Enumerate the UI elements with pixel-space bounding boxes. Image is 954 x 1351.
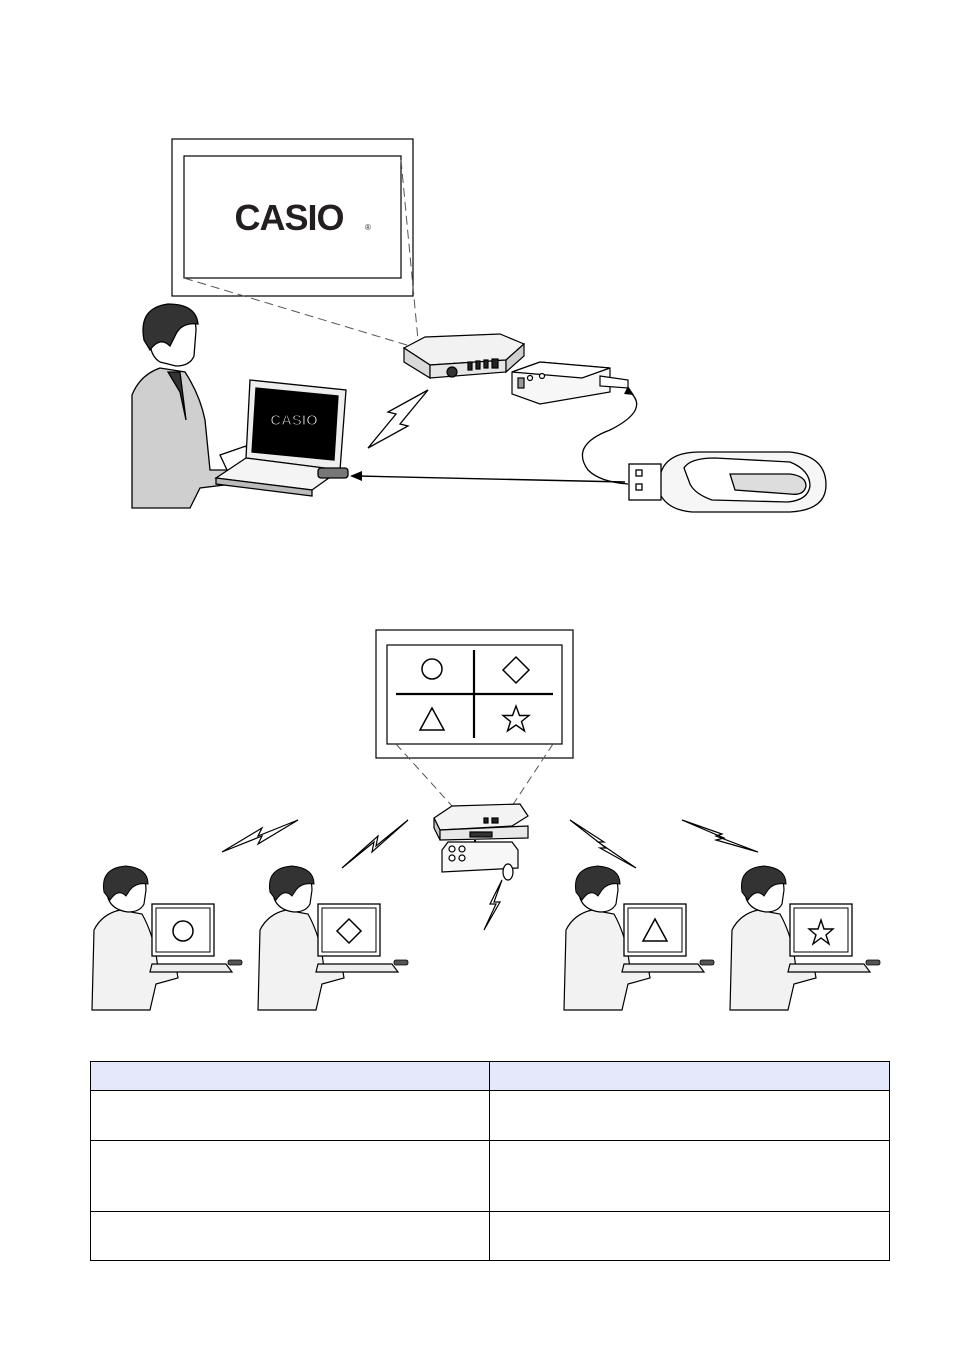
signal-bolt-icon xyxy=(341,819,409,869)
screen-casio-logo: CASIO xyxy=(234,197,343,238)
table-cell xyxy=(90,1140,490,1212)
star-icon xyxy=(501,703,531,733)
table-cell xyxy=(90,1211,490,1261)
table-row xyxy=(90,1090,890,1141)
signal-bolt-icon xyxy=(483,879,503,931)
projector-icon xyxy=(402,333,526,380)
wireless-adapter-icon xyxy=(511,361,629,405)
user-3 xyxy=(563,865,715,1011)
signal-bolt-icon xyxy=(569,819,637,869)
wireless-adapter-icon xyxy=(441,840,519,881)
signal-bolts xyxy=(221,819,759,931)
signal-bolt-icon xyxy=(221,819,299,853)
projection-beam xyxy=(395,743,554,807)
table-header-cell xyxy=(90,1061,490,1091)
single-user-connection-figure: CASIO ® xyxy=(131,138,827,513)
user-2 xyxy=(257,865,409,1011)
projection-beam xyxy=(183,159,431,353)
projection-screen: CASIO ® xyxy=(171,138,414,297)
signal-bolt-icon xyxy=(367,389,429,449)
registered-mark: ® xyxy=(365,223,371,232)
presenter-icon xyxy=(131,303,251,509)
laptop-casio-logo: CASIO xyxy=(270,412,318,429)
table-header-cell xyxy=(489,1061,890,1091)
split-projection-screen xyxy=(375,629,574,759)
user-1 xyxy=(91,865,243,1011)
table-cell xyxy=(489,1211,890,1261)
signal-bolt-icon xyxy=(681,819,759,853)
table-row xyxy=(90,1211,890,1261)
table-row xyxy=(90,1140,890,1212)
info-table xyxy=(90,1061,890,1261)
laptop-icon: CASIO xyxy=(214,379,349,497)
circle-icon xyxy=(421,658,443,680)
table-header-row xyxy=(90,1061,890,1091)
triangle-icon xyxy=(418,706,446,731)
diamond-icon xyxy=(335,917,363,945)
circle-icon xyxy=(172,920,194,942)
diamond-icon xyxy=(501,655,531,685)
usb-transfer-arrow xyxy=(350,471,626,483)
table-cell xyxy=(90,1090,490,1141)
table-cell xyxy=(489,1090,890,1141)
triangle-icon xyxy=(641,917,669,942)
projector-icon xyxy=(433,803,529,841)
adapter-cable xyxy=(581,391,638,485)
usb-key-icon xyxy=(628,451,827,513)
star-icon xyxy=(807,917,835,946)
table-cell xyxy=(489,1140,890,1212)
user-4 xyxy=(729,865,881,1011)
